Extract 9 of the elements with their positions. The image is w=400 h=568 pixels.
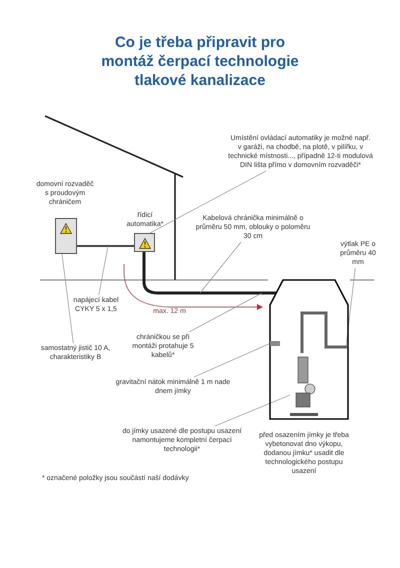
leader-line — [150, 170, 266, 234]
leader-line — [62, 254, 74, 344]
leader-line — [194, 342, 272, 378]
cable-conduit — [142, 252, 276, 294]
title: Co je třeba připravit pro montáž čerpací technologie tlakové kanalizace — [100, 33, 300, 90]
leader-line — [214, 394, 290, 426]
leader-line — [188, 292, 262, 332]
leader-line — [200, 242, 242, 294]
leader-line — [98, 246, 108, 296]
